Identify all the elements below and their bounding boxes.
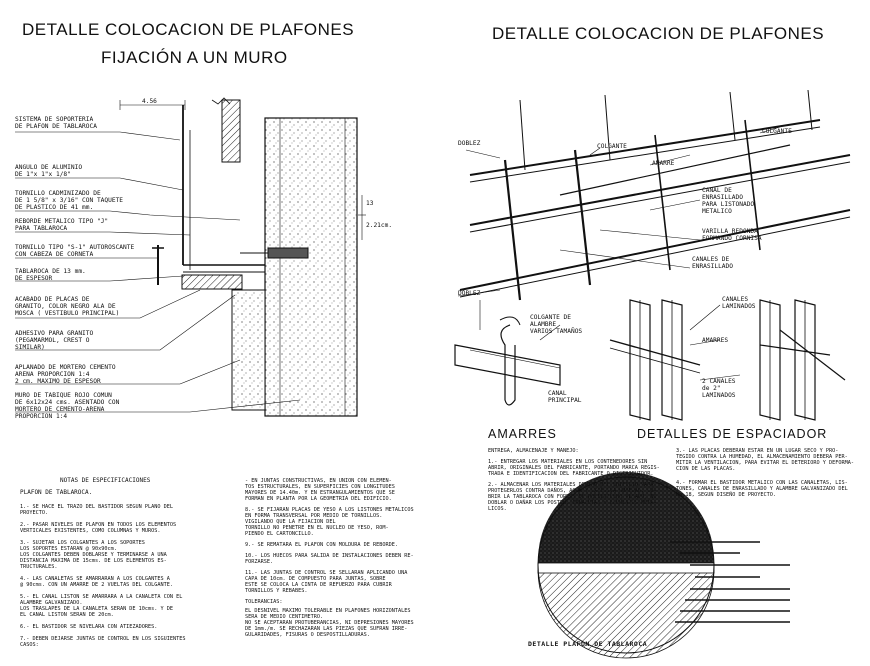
label-canales-enrasillado: CANALES DE ENRASILLADO (692, 256, 733, 270)
label-tornillo-cadminizado: TORNILLO CADMINIZADO DE DE 1 5/8" x 3/16… (15, 190, 124, 211)
notes-subtitle: PLAFON DE TABLAROCA. (20, 489, 93, 496)
note-item: 4.- FORMAR EL BASTIDOR METALICO CON LAS … (676, 480, 848, 498)
note-item: 7.- DEBEN DEJARSE JUNTAS DE CONTROL EN L… (20, 636, 186, 648)
amarres-detail (454, 300, 561, 406)
plafon-circle-detail (537, 472, 790, 659)
label-tornillo-s1: TORNILLO TIPO "S-1" AUTOROSCANTE CON CAB… (15, 244, 135, 258)
label-doblez-top: DOBLEZ (458, 140, 481, 147)
dim-side1: 13 (366, 200, 374, 207)
note-item: 5.- EL CANAL LISTON SE AMARRARA A LA CAN… (20, 594, 183, 618)
label-amarre: AMARRE (652, 160, 675, 167)
label-muro: MURO DE TABIQUE ROJO COMUN DE 6x12x24 cm… (15, 392, 120, 420)
label-varilla: VARILLA REDONDA FORMANDO CORNISA (702, 228, 762, 242)
left-title-line2: FIJACIÓN A UN MURO (101, 48, 288, 67)
note-item: 2.- PASAR NIVELES DE PLAFON EN TODOS LOS… (20, 522, 177, 534)
note-item: TOLERANCIAS: (245, 599, 283, 605)
notes-column-4: 3.- LAS PLACAS DEBERAN ESTAR EN UN LUGAR… (676, 448, 866, 498)
dim-side2: 2.21cm. (366, 222, 393, 229)
label-amarres-small: AMARRES (702, 337, 729, 344)
note-item: 3.- SUJETAR LOS COLGANTES A LOS SOPORTES… (20, 540, 167, 570)
detail-caption: DETALLE PLAFON DE TABLAROCA (528, 640, 648, 648)
label-canal-enrasillado: CANAL DE ENRASILLADO PARA LISTONADO META… (702, 187, 755, 215)
note-item: 6.- EL BASTIDOR SE NIVELARA CON ATIEZADO… (20, 624, 158, 630)
label-colgante-mid: COLGANTE (597, 143, 627, 150)
right-title: DETALLE COLOCACION DE PLAFONES (492, 24, 825, 43)
isometric-ceiling-frame (459, 89, 851, 301)
note-item: 11.- LAS JUNTAS DE CONTROL SE SELLARAN A… (245, 570, 408, 594)
notes-column-2: - EN JUNTAS CONSTRUCTIVAS, EN UNION CON … (245, 478, 465, 638)
note-item: 9.- SE REMATARA EL PLAFON CON MOLDURA DE… (245, 542, 399, 548)
label-tablaroca: TABLAROCA DE 13 mm. DE ESPESOR (15, 268, 86, 282)
note-item: 10.- LOS HUECOS PARA SALIDA DE INSTALACI… (245, 553, 414, 565)
note-item: - EN JUNTAS CONSTRUCTIVAS, EN UNION CON … (245, 478, 395, 502)
wall-section-detail (119, 97, 366, 417)
note-item: 1.- ENTREGAR LOS MATERIALES EN LOS CONTE… (488, 459, 660, 477)
notes-column-1: 1.- SE HACE EL TRAZO DEL BASTIDOR SEGUN … (20, 504, 240, 648)
left-title-line1: DETALLE COLOCACION DE PLAFONES (22, 20, 355, 39)
label-colgante-alambre: COLGANTE DE ALAMBRE VARIOS TAMAÑOS (530, 314, 583, 335)
label-reborde: REBORDE METALICO TIPO "J" PARA TABLAROCA (15, 218, 109, 232)
label-canal-principal: CANAL PRINCIPAL (548, 390, 582, 404)
note-item: 1.- SE HACE EL TRAZO DEL BASTIDOR SEGUN … (20, 504, 174, 516)
label-dos-canales: 2 CANALES de 2" LAMINADOS (702, 378, 736, 399)
label-soporteria: SISTEMA DE SOPORTERIA DE PLAFON DE TABLA… (15, 116, 97, 130)
note-item: 3.- LAS PLACAS DEBERAN ESTAR EN UN LUGAR… (676, 448, 855, 472)
note-item: ENTREGA, ALMACENAJE Y MANEJO: (488, 448, 579, 454)
leader-lines-left (15, 131, 301, 413)
notes-column-3: ENTREGA, ALMACENAJE Y MANEJO: 1.- ENTREG… (488, 448, 668, 512)
label-doblez-bottom: DOBLEZ (458, 290, 481, 297)
label-aplanado: APLANADO DE MORTERO CEMENTO ARENA PROPOR… (15, 364, 116, 385)
leader-lines-right (457, 126, 781, 297)
label-adhesivo: ADHESIVO PARA GRANITO (PEGAMARMOL, CREST… (15, 330, 94, 351)
label-granito: ACABADO DE PLACAS DE GRANITO, COLOR NEGR… (15, 296, 120, 317)
note-item: 2.- ALMACENAR LOS MATERIALES DENTRO DEL … (488, 482, 657, 512)
label-colgante-right: COLGANTE (762, 128, 792, 135)
note-item: 8.- SE FIJARAN PLACAS DE YESO A LOS LIST… (245, 507, 414, 537)
note-item: EL DESNIVEL MAXIMO TOLERABLE EN PLAFONES… (245, 608, 414, 638)
label-canales-laminados: CANALES LAMINADOS (722, 296, 756, 310)
dim-top: 4.56 (142, 98, 157, 105)
espaciador-detail (609, 299, 846, 421)
subtitle-amarres: AMARRES (488, 427, 557, 441)
label-angulo: ANGULO DE ALUMINIO DE 1"x 1"x 1/8" (15, 164, 83, 178)
note-item: 4.- LAS CANALETAS SE AMARRARAN A LOS COL… (20, 576, 174, 588)
notes-title: NOTAS DE ESPECIFICACIONES (60, 477, 151, 484)
subtitle-espaciador: DETALLES DE ESPACIADOR (637, 427, 828, 441)
